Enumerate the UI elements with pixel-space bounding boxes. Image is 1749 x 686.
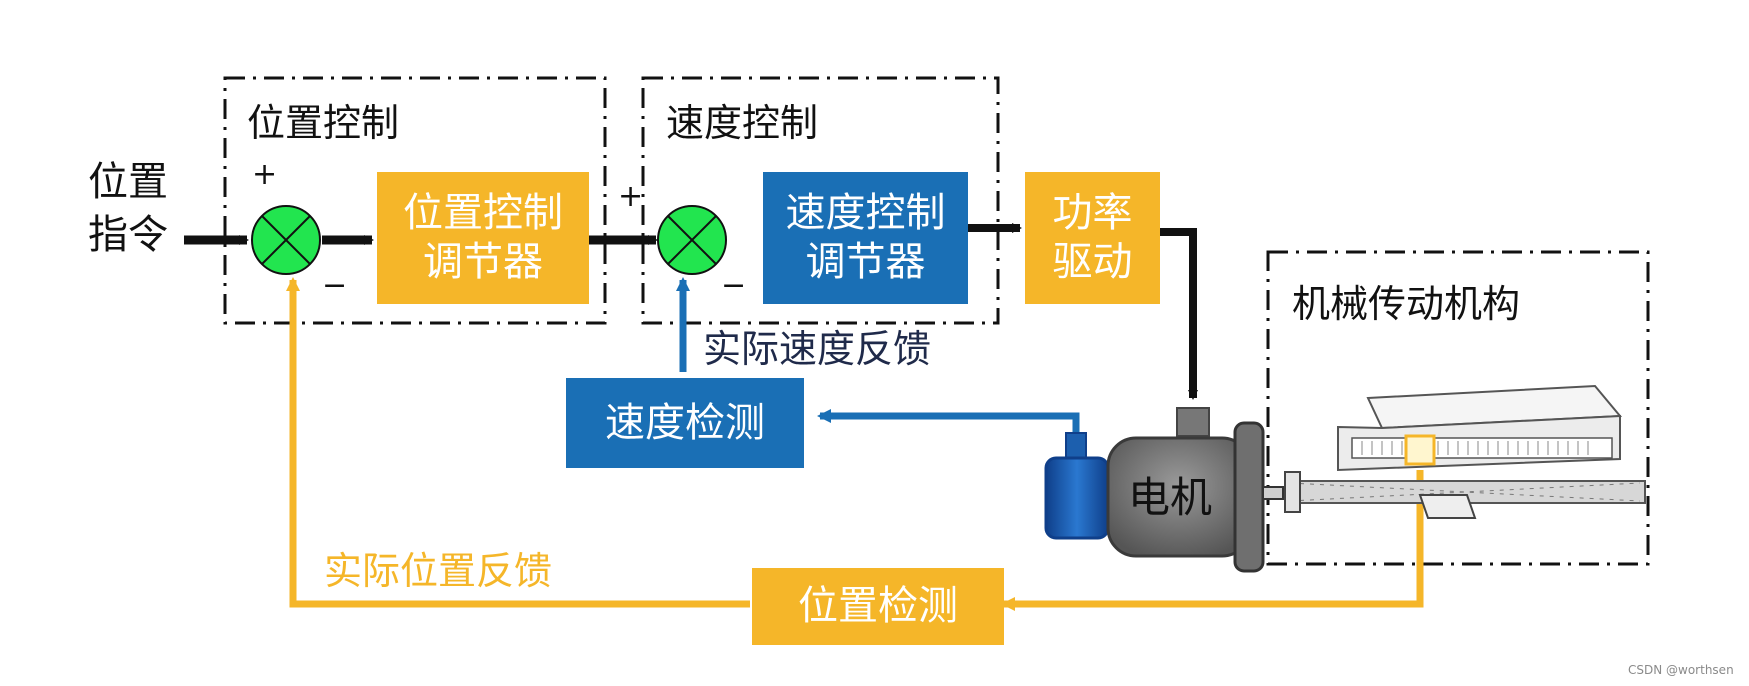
input-label-line1: 位置 — [88, 159, 168, 205]
power-drive-line2: 驱动 — [1052, 239, 1133, 285]
position-detection-label: 位置检测 — [752, 568, 1004, 645]
actual-position-feedback-label: 实际位置反馈 — [324, 549, 553, 593]
position-controller-box — [377, 172, 589, 304]
power-drive-box — [1025, 172, 1160, 304]
motor-top-connector — [1176, 407, 1210, 437]
actual-speed-feedback-label: 实际速度反馈 — [703, 327, 932, 371]
speed-control-frame — [641, 76, 1000, 325]
speed-detection-feedback-line — [817, 409, 1080, 438]
position-detection-text: 位置检测 — [798, 583, 958, 630]
speed-detection-text: 速度检测 — [605, 399, 765, 446]
position-summer — [251, 205, 321, 275]
power-drive-label: 功率 驱动 — [1025, 172, 1160, 304]
motor-label: 电机 — [1128, 473, 1213, 522]
ball-nut — [1418, 494, 1477, 519]
speed-controller-line1: 速度控制 — [785, 190, 946, 237]
position-sensor-marker — [1404, 434, 1436, 466]
ball-screw-mechanism — [1284, 384, 1646, 519]
position-controller-line2: 调节器 — [423, 239, 543, 285]
watermark: CSDN @worthsen — [1628, 663, 1734, 677]
speed-controller-label: 速度控制 调节器 — [763, 172, 968, 304]
position-controller-line1: 位置控制 — [403, 190, 563, 237]
position-feedback-to-summer-arrow — [286, 277, 750, 608]
mechanism-frame-title: 机械传动机构 — [1292, 282, 1521, 326]
speed-controller-box — [763, 172, 968, 304]
power-drive-to-motor-line — [1160, 228, 1197, 392]
input-label-line2: 指令 — [88, 212, 168, 258]
mechanism-frame — [1266, 250, 1650, 566]
slide-scale — [1351, 437, 1613, 459]
position-detection-box — [752, 568, 1004, 645]
position-controller-label: 位置控制 调节器 — [377, 172, 589, 304]
speed-detection-label: 速度检测 — [566, 378, 804, 468]
motor-shaft — [1262, 486, 1284, 500]
support-bearing — [1284, 471, 1301, 513]
position-plus-sign: + — [252, 157, 278, 192]
speed-controller-line2: 调节器 — [805, 239, 926, 285]
speed-summer — [657, 205, 727, 275]
motor-assembly — [1044, 407, 1284, 573]
speed-frame-title: 速度控制 — [666, 101, 819, 145]
position-minus-sign: − — [322, 268, 348, 303]
speed-minus-sign: − — [721, 268, 747, 303]
power-drive-line1: 功率 — [1052, 190, 1133, 237]
speed-plus-sign: + — [618, 179, 644, 214]
encoder-body — [1044, 456, 1110, 540]
position-detection-feedback-line — [1001, 470, 1424, 611]
motor-flange — [1233, 421, 1265, 573]
position-frame-title: 位置控制 — [247, 101, 400, 145]
speed-detection-box — [566, 378, 804, 468]
